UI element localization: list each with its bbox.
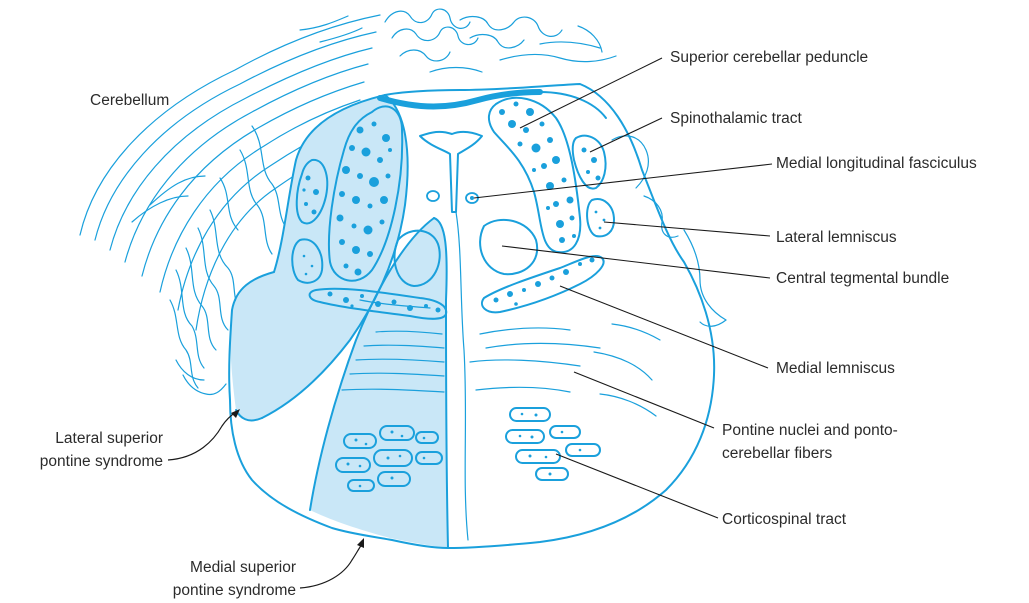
label-medial-longitudinal-fasciculus: Medial longitudinal fasciculus xyxy=(776,155,977,172)
label-pontine-nuclei-line2: cerebellar fibers xyxy=(722,445,833,462)
label-corticospinal-tract: Corticospinal tract xyxy=(722,511,847,528)
spinothalamic-tract-right xyxy=(573,136,606,189)
label-cerebellum: Cerebellum xyxy=(90,92,169,109)
label-medial-syndrome-line1: Medial superior xyxy=(190,559,296,576)
leader-medial-longitudinal-fasciculus xyxy=(474,164,772,198)
corticospinal-bundles-right xyxy=(506,408,600,480)
lateral-lemniscus-shape xyxy=(587,199,614,236)
label-medial-syndrome-line2: pontine syndrome xyxy=(173,582,296,599)
label-medial-lemniscus: Medial lemniscus xyxy=(776,360,895,377)
label-superior-cerebellar-peduncle: Superior cerebellar peduncle xyxy=(670,49,868,66)
label-lateral-syndrome-line2: pontine syndrome xyxy=(40,453,163,470)
leader-medial-lemniscus xyxy=(560,286,768,368)
label-pontine-nuclei-line1: Pontine nuclei and ponto- xyxy=(722,422,898,439)
medial-lemniscus-right xyxy=(482,256,604,312)
midline-raphe xyxy=(456,212,468,540)
label-central-tegmental-bundle: Central tegmental bundle xyxy=(776,270,949,287)
label-spinothalamic-tract: Spinothalamic tract xyxy=(670,110,803,127)
label-lateral-lemniscus: Lateral lemniscus xyxy=(776,229,897,246)
leader-pontine-nuclei xyxy=(574,372,714,428)
leader-spinothalamic-tract xyxy=(590,118,662,152)
label-lateral-syndrome-line1: Lateral superior xyxy=(55,430,163,447)
leader-corticospinal-tract xyxy=(556,454,718,518)
